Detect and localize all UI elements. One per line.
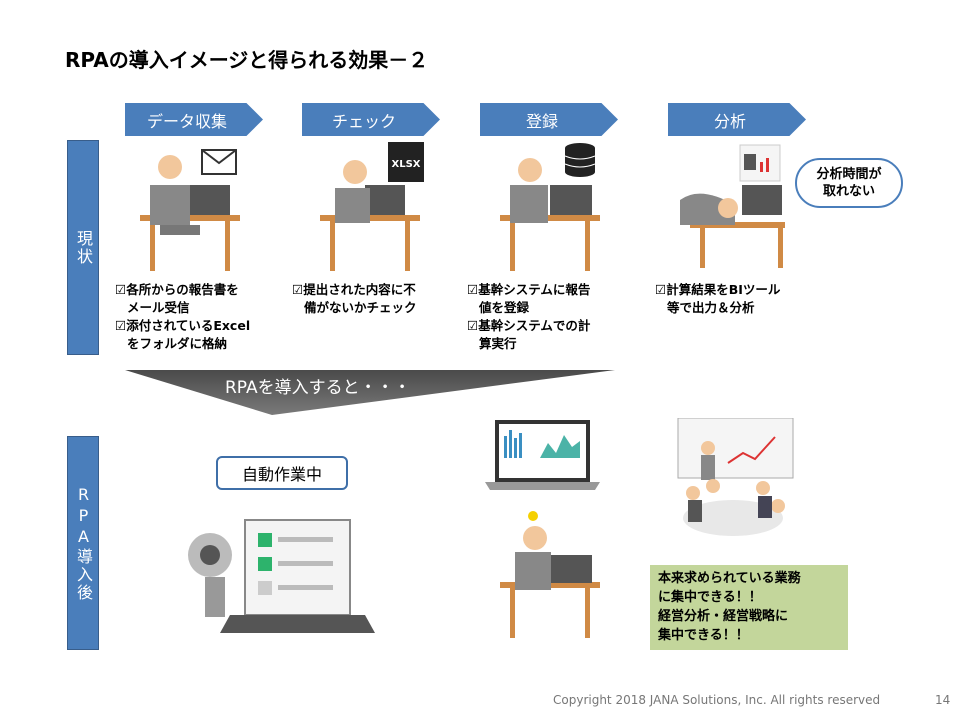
check-item: ☑基幹システムに報告	[467, 282, 591, 297]
checklist-register: ☑基幹システムに報告値を登録 ☑基幹システムでの計算実行	[467, 281, 590, 353]
page-number: 14	[935, 693, 951, 707]
page-title: RPAの導入イメージと得られる効果－２	[65, 48, 429, 72]
step-analyze: 分析	[668, 103, 806, 136]
check-item: ☑提出された内容に不	[292, 282, 416, 297]
side-label-current: 現状	[67, 140, 99, 355]
callout-auto-working: 自動作業中	[216, 456, 348, 490]
check-item: ☑計算結果をBIツール	[655, 282, 781, 297]
svg-text:XLSX: XLSX	[392, 159, 421, 170]
check-item: ☑各所からの報告書を	[115, 282, 239, 297]
lightbulb-icon	[528, 511, 538, 521]
benefit-line: 本来求められている業務	[658, 571, 801, 586]
checklist-analyze: ☑計算結果をBIツール等で出力＆分析	[655, 281, 780, 317]
xlsx-file-icon	[388, 142, 424, 182]
check-item: ☑基幹システムでの計	[467, 318, 591, 333]
check-item: 算実行	[479, 336, 517, 351]
check-item: 等で出力＆分析	[667, 300, 755, 315]
worker-illustration-register	[500, 143, 600, 271]
benefit-line: 経営分析・経営戦略に	[658, 609, 789, 624]
check-item: をフォルダに格納	[127, 336, 228, 351]
benefit-box: 本来求められている業務に集中できる！！ 経営分析・経営戦略に集中できる！！	[650, 565, 848, 650]
dashboard-laptop-illustration	[485, 420, 600, 490]
cloud-line: 分析時間が	[816, 167, 882, 182]
transition-text: RPAを導入すると・・・	[225, 378, 411, 398]
check-item: 値を登録	[479, 300, 530, 315]
benefit-line: 集中できる！！	[658, 628, 749, 643]
step-check: チェック	[302, 103, 440, 136]
side-label-after: RPA導入後	[67, 436, 99, 650]
worker-illustration-analyze-asleep	[680, 144, 785, 268]
thought-cloud: 分析時間が取れない	[795, 158, 903, 208]
checklist-collect: ☑各所からの報告書をメール受信 ☑添付されているExcel をフォルダに格納	[115, 281, 250, 353]
worker-illustration-check: XLSX	[320, 142, 424, 271]
step-data-collection: データ収集	[125, 103, 263, 136]
cloud-line: 取れない	[822, 184, 875, 199]
benefit-line: に集中できる！！	[658, 590, 762, 605]
copyright: Copyright 2018 JANA Solutions, Inc. All …	[553, 693, 881, 707]
meeting-illustration	[677, 418, 794, 536]
check-item: 備がないかチェック	[304, 300, 417, 315]
worker-illustration-idea	[500, 511, 600, 638]
step-register: 登録	[480, 103, 618, 136]
check-item: ☑添付されているExcel	[115, 318, 251, 333]
worker-illustration-collect	[140, 149, 240, 271]
database-icon	[564, 143, 596, 177]
check-item: メール受信	[127, 300, 190, 315]
robot-laptop-illustration	[188, 519, 375, 633]
checklist-check: ☑提出された内容に不備がないかチェック	[292, 281, 417, 317]
